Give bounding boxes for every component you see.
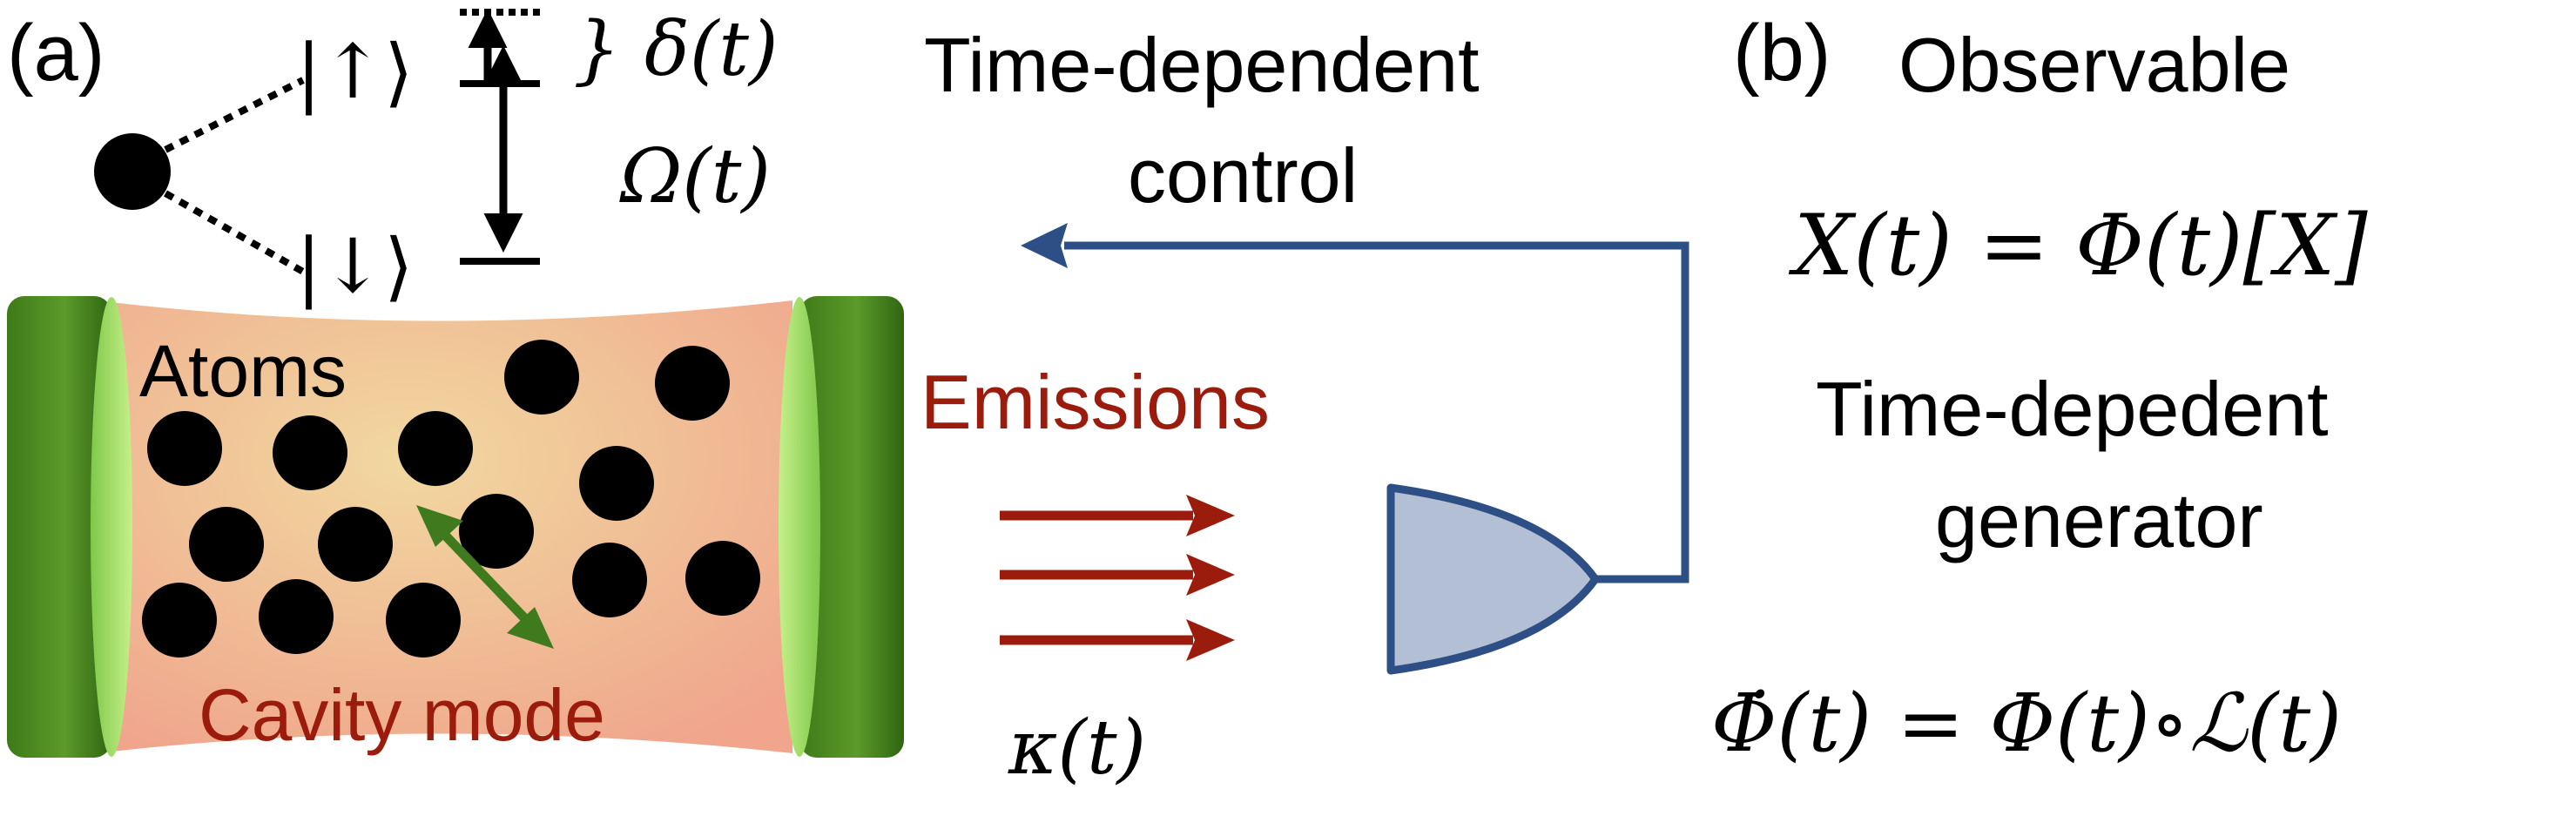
- panel-b-label: (b): [1733, 9, 1831, 98]
- atom: [685, 541, 760, 616]
- atom: [579, 446, 654, 521]
- dotted-link-upper: [164, 77, 305, 153]
- state-down-label: |↓⟩: [296, 223, 414, 310]
- atom: [147, 411, 222, 486]
- detector: [1386, 483, 1600, 675]
- dotted-link-lower: [164, 190, 305, 275]
- level-scheme: (a) |↑⟩ |↓⟩ } δ(t) Ω(t): [7, 6, 779, 310]
- observable-equation: X(t) = Φ(t)[X]: [1788, 197, 2368, 294]
- emission-arrows: [1000, 495, 1235, 661]
- emissions: Emissions κ(t): [920, 359, 1270, 792]
- atom: [189, 507, 264, 582]
- feedback-loop: [1021, 223, 1689, 583]
- atom: [459, 494, 534, 569]
- atom: [142, 583, 217, 658]
- feedback-arrowhead: [1021, 223, 1068, 268]
- state-up-label: |↑⟩: [296, 29, 414, 116]
- decay-rate-label: κ(t): [1008, 705, 1146, 792]
- atom: [273, 415, 347, 490]
- observable-title: Observable: [1898, 22, 2290, 108]
- atom: [655, 346, 730, 421]
- atoms-label: Atoms: [139, 330, 347, 412]
- control-label-line1: Time-dependent: [924, 22, 1480, 108]
- detuning-label: } δ(t): [573, 6, 779, 93]
- atom: [386, 583, 461, 658]
- single-atom: [94, 133, 171, 210]
- cavity: Atoms Cavity mode: [7, 296, 904, 758]
- emissions-label: Emissions: [920, 359, 1270, 445]
- atom-ensemble: [142, 340, 760, 658]
- atom: [318, 507, 393, 582]
- generator-title-line1: Time-depedent: [1816, 366, 2329, 452]
- panel-a-label: (a): [7, 9, 105, 98]
- panel-b: (b) Observable X(t) = Φ(t)[X] Time-deped…: [1711, 9, 2368, 770]
- atom: [398, 411, 473, 486]
- right-mirror: [779, 296, 904, 758]
- generator-title-line2: generator: [1935, 477, 2263, 563]
- generator-equation: Φ̇(t) = Φ(t)∘ℒ(t): [1711, 677, 2342, 770]
- cavity-mode-label: Cavity mode: [199, 674, 605, 756]
- feedback-line: [1064, 241, 1689, 583]
- atom: [572, 543, 647, 617]
- atom-cavity-coupling-arrow: [416, 505, 554, 649]
- detector-shape: [1386, 483, 1600, 675]
- rabi-label: Ω(t): [619, 133, 771, 220]
- left-mirror: [7, 296, 132, 758]
- control-label-line2: control: [1128, 132, 1358, 219]
- atom: [259, 579, 334, 654]
- atom: [504, 340, 579, 415]
